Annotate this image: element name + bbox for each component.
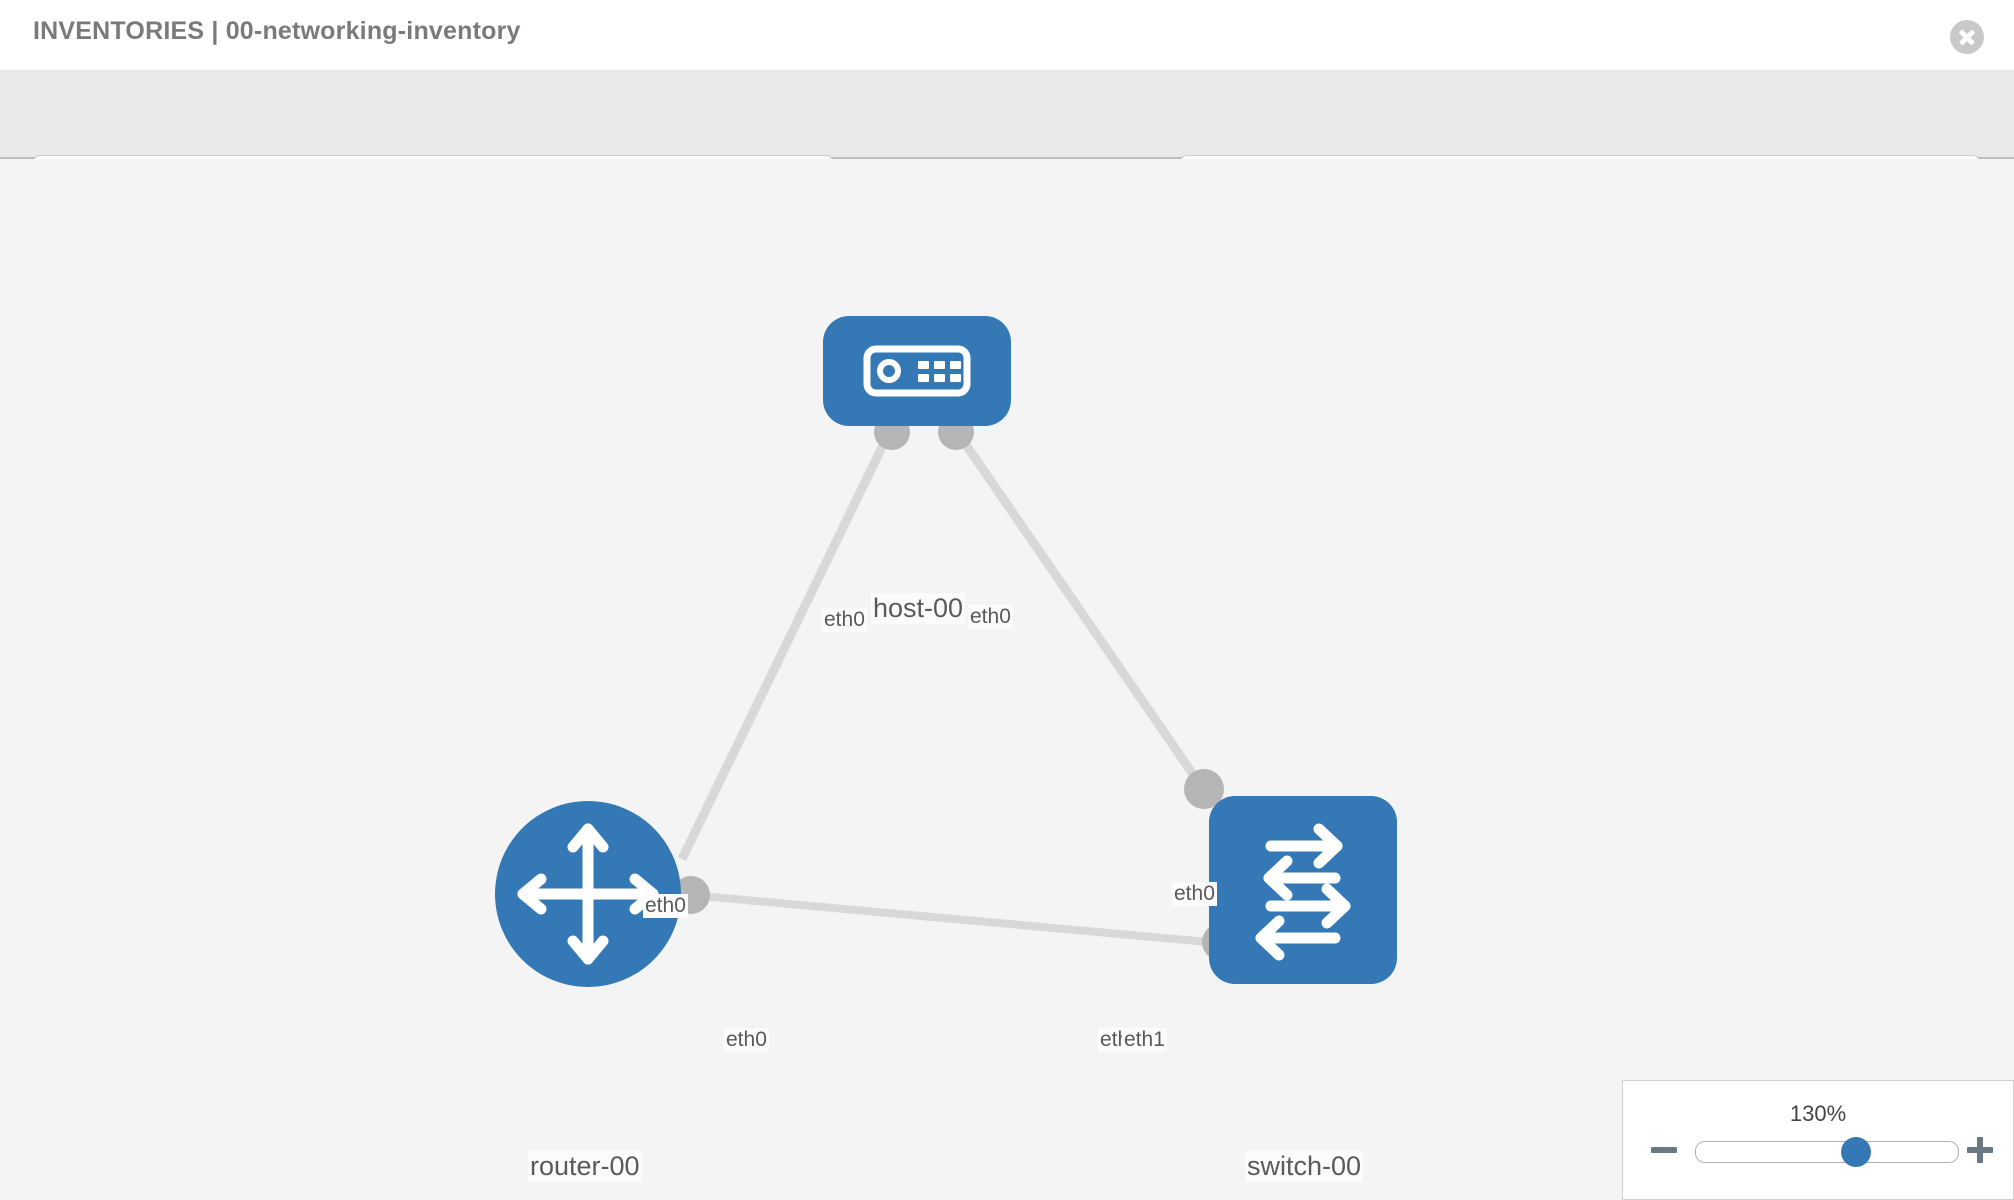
interface-label: eth0	[643, 894, 688, 918]
zoom-slider[interactable]	[1695, 1137, 1959, 1167]
zoom-level-value: 130%	[1789, 1101, 1847, 1126]
interface-label: eth0	[822, 608, 867, 632]
node-label-switch-00: switch-00	[1245, 1151, 1364, 1182]
link-host-switch	[958, 436, 1214, 802]
node-switch-00[interactable]	[1209, 796, 1397, 984]
node-label-router-00: router-00	[528, 1151, 642, 1182]
router-arrows-icon	[517, 823, 659, 965]
topology-canvas[interactable]: host-00 router-00 switch-00 eth0 eth0 et…	[0, 159, 2014, 1200]
page-header: INVENTORIES | 00-networking-inventory	[0, 0, 2014, 70]
node-host-00[interactable]	[823, 316, 1011, 426]
zoom-out-button[interactable]	[1651, 1137, 1677, 1163]
toolbar: ACTIONS SEARCH	[0, 70, 2014, 213]
node-label-host-00: host-00	[871, 593, 966, 624]
page-title: INVENTORIES | 00-networking-inventory	[33, 17, 521, 45]
zoom-control-panel: 130%	[1622, 1080, 2014, 1200]
link-host-router	[677, 437, 891, 861]
topology-links	[677, 436, 1214, 946]
interface-label: eth0	[724, 1028, 769, 1052]
link-router-switch	[689, 891, 1209, 946]
interface-label: eth0	[1172, 882, 1217, 906]
zoom-in-button[interactable]	[1967, 1137, 1993, 1163]
close-icon[interactable]	[1950, 20, 1984, 54]
server-icon	[863, 345, 971, 397]
interface-label: eth1	[1122, 1028, 1167, 1052]
interface-label: eth0	[968, 605, 1013, 629]
zoom-slider-thumb[interactable]	[1841, 1137, 1871, 1167]
topology-graph: host-00 router-00 switch-00 eth0 eth0 et…	[0, 159, 2014, 1200]
switch-arrows-icon	[1255, 823, 1351, 961]
